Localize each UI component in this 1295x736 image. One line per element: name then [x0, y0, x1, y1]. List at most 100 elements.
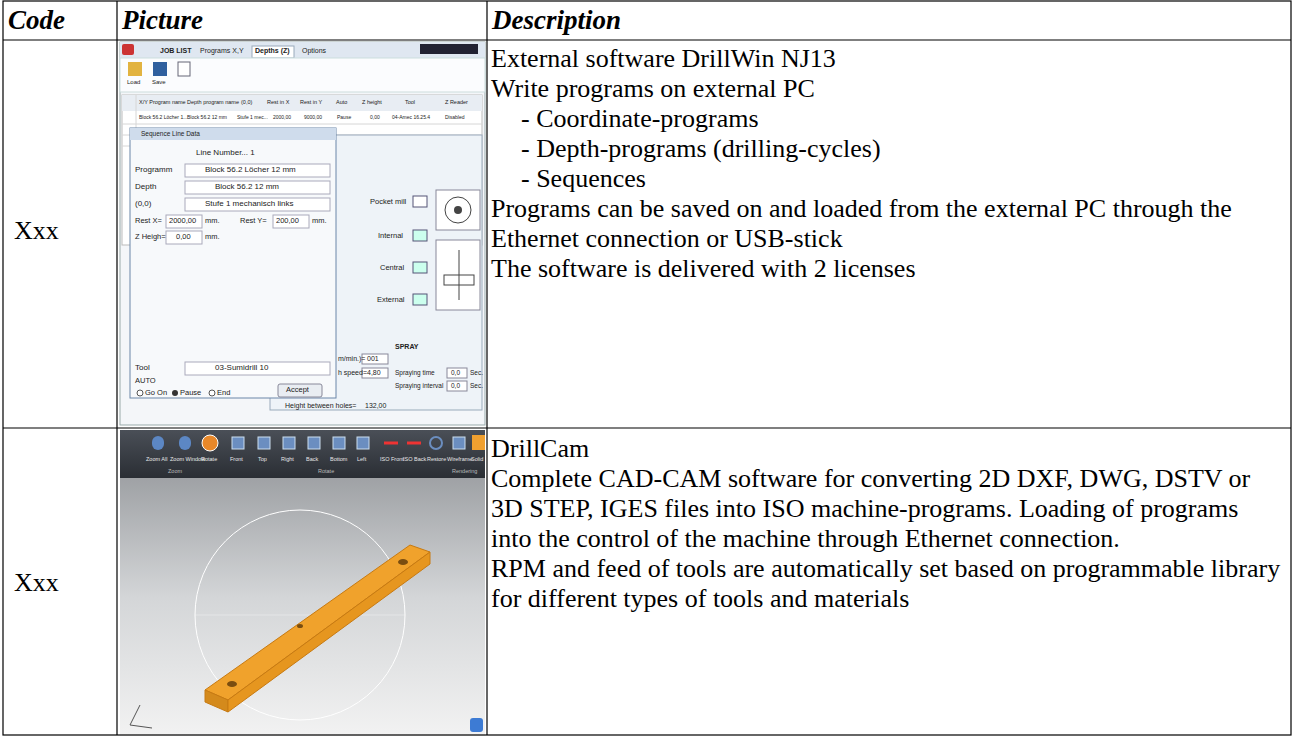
screenshot-text: Sec.	[470, 369, 483, 376]
screenshot-text: Zoom Window	[170, 456, 205, 462]
screenshot-text: Zoom	[168, 468, 182, 474]
screenshot-text: Load	[127, 79, 140, 86]
screenshot-text: ISO Front	[380, 456, 404, 462]
screenshot-text: AUTO	[135, 377, 156, 385]
description-line: Write programs on external PC	[491, 74, 1281, 104]
screenshot-text: Programm	[135, 166, 172, 175]
product-code: Xxx	[14, 216, 59, 246]
screenshot-text: Spraying time	[395, 369, 435, 376]
description-line: Complete CAD-CAM software for converting…	[491, 464, 1281, 554]
screenshot-text: Block 56.2 12 mm	[187, 115, 227, 121]
screenshot-text: Right	[281, 456, 294, 462]
screenshot-text: Wireframe	[447, 456, 472, 462]
screenshot-text: ISO Back	[403, 456, 426, 462]
product-code: Xxx	[14, 568, 59, 598]
screenshot-text: Line Number... 1	[196, 149, 255, 158]
screenshot-text: End	[217, 389, 230, 397]
description-line: Programs can be saved on and loaded from…	[491, 194, 1281, 254]
screenshot-text: Sec.	[470, 382, 483, 389]
screenshot-text: Central	[380, 264, 404, 272]
column-header: Picture	[122, 4, 203, 36]
screenshot-text: mm.	[205, 233, 220, 241]
description-line: The software is delivered with 2 license…	[491, 254, 1281, 284]
list-item: - Sequences	[491, 164, 1281, 194]
drillcam-screenshot	[120, 430, 485, 736]
screenshot-text: Left	[357, 456, 366, 462]
screenshot-text: Rest in X	[267, 99, 289, 105]
screenshot-text: X/Y Program name	[139, 99, 186, 105]
table-grid	[3, 1, 1291, 735]
screenshot-text: Depth program name	[187, 99, 239, 105]
drillwin-screenshot	[120, 42, 485, 425]
screenshot-text: Depths (Z)	[255, 47, 290, 55]
screenshot-text: Bottom	[330, 456, 347, 462]
screenshot-text: Front	[230, 456, 243, 462]
screenshot-text: 0,0	[451, 369, 460, 376]
list-item: - Coordinate-programs	[491, 104, 1281, 134]
screenshot-text: Pause	[180, 389, 201, 397]
screenshot-text: (0,0)	[241, 99, 252, 105]
screenshot-text: Options	[302, 47, 326, 55]
description-line: RPM and feed of tools are automatically …	[491, 554, 1281, 614]
screenshot-text: Auto	[336, 99, 347, 105]
screenshot-text: Rest in Y	[300, 99, 322, 105]
screenshot-text: 2000,00	[169, 217, 196, 225]
screenshot-text: 0,0	[451, 382, 460, 389]
screenshot-text: 03-Sumidrill 10	[215, 364, 268, 373]
screenshot-text: Block 56.2 Löcher 12 mm	[205, 166, 296, 175]
screenshot-text: Spraying interval	[395, 382, 443, 389]
screenshot-text: SPRAY	[395, 343, 418, 351]
screenshot-text: m/min.)=	[338, 355, 365, 363]
screenshot-text: Block 56.2 Löcher 1...	[139, 115, 187, 121]
screenshot-text: Depth	[135, 183, 156, 192]
list-item: - Depth-programs (drilling-cycles)	[491, 134, 1281, 164]
column-header: Description	[492, 4, 621, 36]
description-cell: External software DrillWin NJ13 Write pr…	[491, 44, 1281, 284]
screenshot-text: Rest Y=	[240, 217, 267, 225]
screenshot-text: 04-Amec 16.25.4	[392, 115, 430, 121]
screenshot-text: Top	[258, 456, 267, 462]
screenshot-text: 4,80	[367, 369, 381, 377]
screenshot-text: Pocket mill	[370, 198, 406, 206]
screenshot-text: Rendering	[452, 468, 477, 474]
screenshot-text: mm.	[205, 217, 220, 225]
screenshot-text: Internal	[378, 232, 403, 240]
screenshot-text: Height between holes=	[285, 402, 356, 410]
column-header: Code	[8, 4, 65, 36]
screenshot-text: h speed=	[338, 369, 367, 377]
screenshot-text: 9000,00	[304, 115, 322, 121]
screenshot-text: 132,00	[365, 402, 386, 410]
screenshot-text: (0,0)	[135, 200, 151, 209]
screenshot-text: 001	[367, 355, 379, 363]
screenshot-text: Sequence Line Data	[141, 130, 200, 137]
screenshot-text: Restore	[427, 456, 446, 462]
screenshot-text: Go On	[145, 389, 167, 397]
screenshot-text: Rest X=	[135, 217, 162, 225]
description-line: External software DrillWin NJ13	[491, 44, 1281, 74]
screenshot-text: Save	[152, 79, 166, 86]
screenshot-text: Block 56.2 12 mm	[215, 183, 279, 192]
screenshot-text: Accept	[286, 386, 309, 394]
screenshot-text: Z Reader	[445, 99, 468, 105]
screenshot-text: Solid	[471, 456, 483, 462]
description-cell: DrillCam Complete CAD-CAM software for c…	[491, 434, 1281, 614]
screenshot-text: Pause	[337, 115, 351, 121]
screenshot-text: 0,00	[176, 233, 191, 241]
screenshot-text: Z height	[362, 99, 382, 105]
screenshot-text: mm.	[312, 217, 327, 225]
screenshot-text: Z Heigh=	[135, 233, 166, 241]
screenshot-text: Tool	[135, 364, 150, 373]
screenshot-text: JOB LIST	[160, 47, 192, 55]
screenshot-text: Programs X,Y	[200, 47, 244, 55]
screenshot-text: 2000,00	[273, 115, 291, 121]
screenshot-text: Rotate	[201, 456, 217, 462]
screenshot-text: Back	[306, 456, 318, 462]
screenshot-text: Disabled	[445, 115, 464, 121]
screenshot-text: Tool	[405, 99, 415, 105]
description-line: DrillCam	[491, 434, 1281, 464]
screenshot-text: Rotate	[318, 468, 334, 474]
screenshot-text: Zoom All	[146, 456, 167, 462]
screenshot-text: External	[377, 296, 405, 304]
screenshot-text: Stufe 1 mec...	[237, 115, 268, 121]
screenshot-text: Stufe 1 mechanisch links	[205, 200, 294, 209]
